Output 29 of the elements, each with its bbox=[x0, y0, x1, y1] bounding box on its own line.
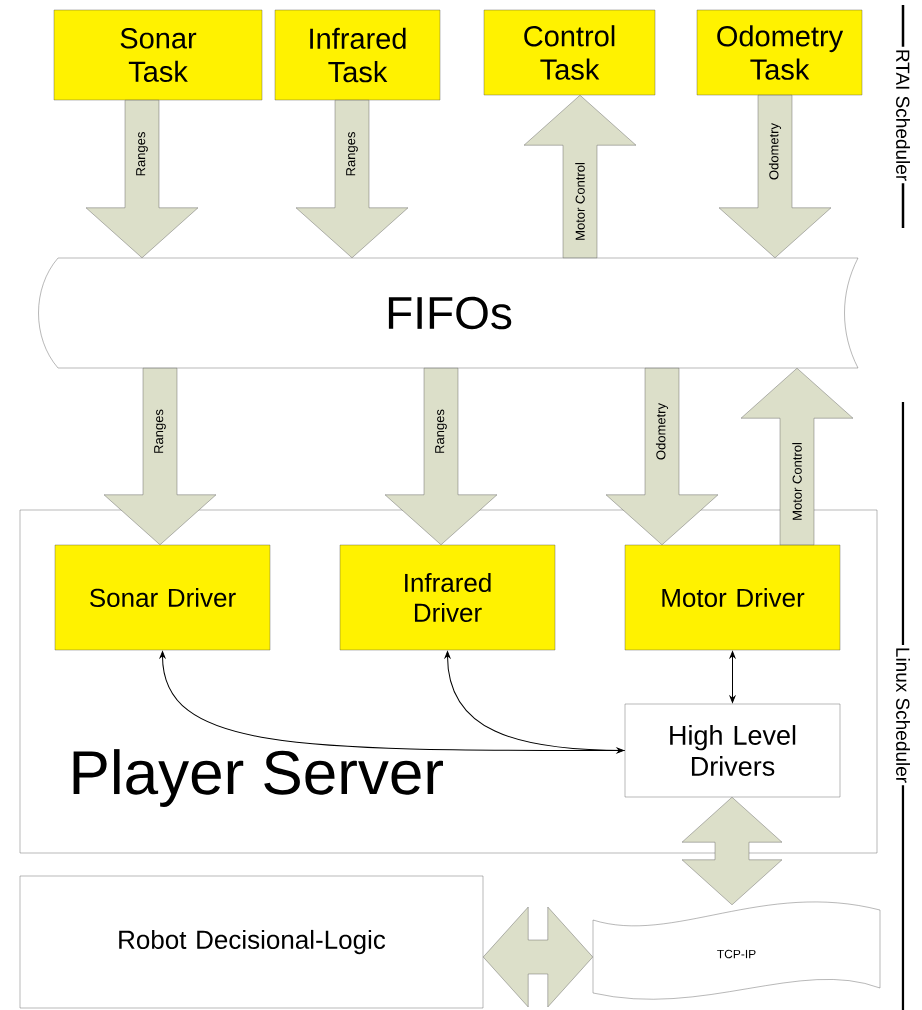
driver-box: Sonar Driver bbox=[54, 544, 271, 651]
arrow bbox=[159, 651, 624, 754]
driver-box: Motor Driver bbox=[624, 544, 841, 651]
block-arrow bbox=[605, 368, 719, 545]
block-arrow bbox=[384, 368, 498, 545]
block-arrow bbox=[103, 368, 217, 545]
block-arrow bbox=[681, 797, 783, 905]
side-label: RTAI Scheduler bbox=[894, 46, 912, 184]
edge-label: Ranges bbox=[345, 130, 359, 178]
edge-label: Ranges bbox=[434, 408, 448, 455]
task-box: Infrared Task bbox=[274, 9, 441, 101]
block-arrow bbox=[523, 95, 637, 258]
arrow bbox=[729, 651, 736, 703]
edge-label: Ranges bbox=[153, 408, 167, 455]
block-arrow bbox=[718, 95, 832, 258]
side-label: Linux Scheduler bbox=[894, 644, 912, 786]
block-arrow bbox=[483, 906, 593, 1008]
task-box: Sonar Task bbox=[53, 9, 263, 101]
process-box: High Level Drivers bbox=[624, 703, 841, 798]
block-arrow bbox=[295, 100, 409, 258]
edge-label: Motor Control bbox=[574, 161, 586, 242]
block-arrow bbox=[85, 100, 199, 258]
block-arrow bbox=[740, 368, 854, 545]
driver-box: Infrared Driver bbox=[339, 544, 556, 651]
process-box: Robot Decisional-Logic bbox=[19, 875, 484, 1009]
task-box: Odometry Task bbox=[696, 9, 863, 96]
edge-label: Ranges bbox=[135, 130, 149, 178]
task-box: Control Task bbox=[483, 9, 656, 96]
arrow bbox=[444, 651, 626, 751]
